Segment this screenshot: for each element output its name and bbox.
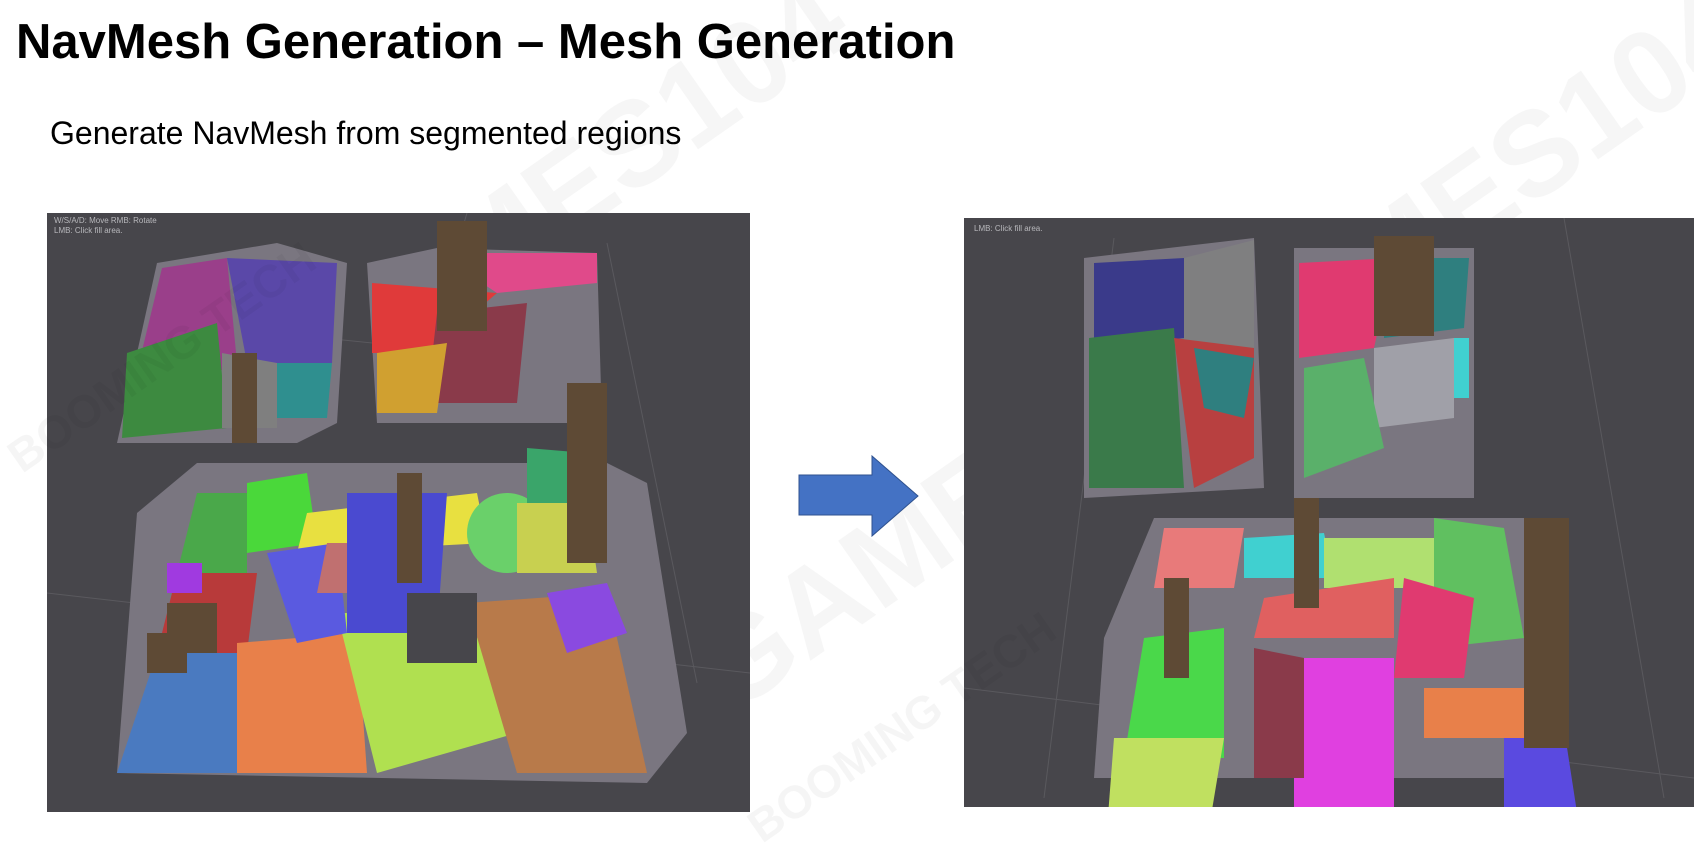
click-hint: LMB: Click fill area.: [974, 224, 1043, 233]
region-map-image: [47, 213, 750, 783]
slide-title: NavMesh Generation – Mesh Generation: [16, 15, 956, 69]
click-hint: LMB: Click fill area.: [54, 226, 123, 235]
slide-subtitle: Generate NavMesh from segmented regions: [50, 115, 682, 151]
navmesh-result-screenshot: LMB: Click fill area.: [964, 218, 1694, 807]
navmesh-image: [964, 218, 1694, 807]
controls-hint: W/S/A/D: Move RMB: Rotate: [54, 216, 157, 225]
segmented-regions-screenshot: W/S/A/D: Move RMB: Rotate LMB: Click fil…: [47, 213, 750, 812]
right-arrow-icon: [798, 455, 919, 537]
